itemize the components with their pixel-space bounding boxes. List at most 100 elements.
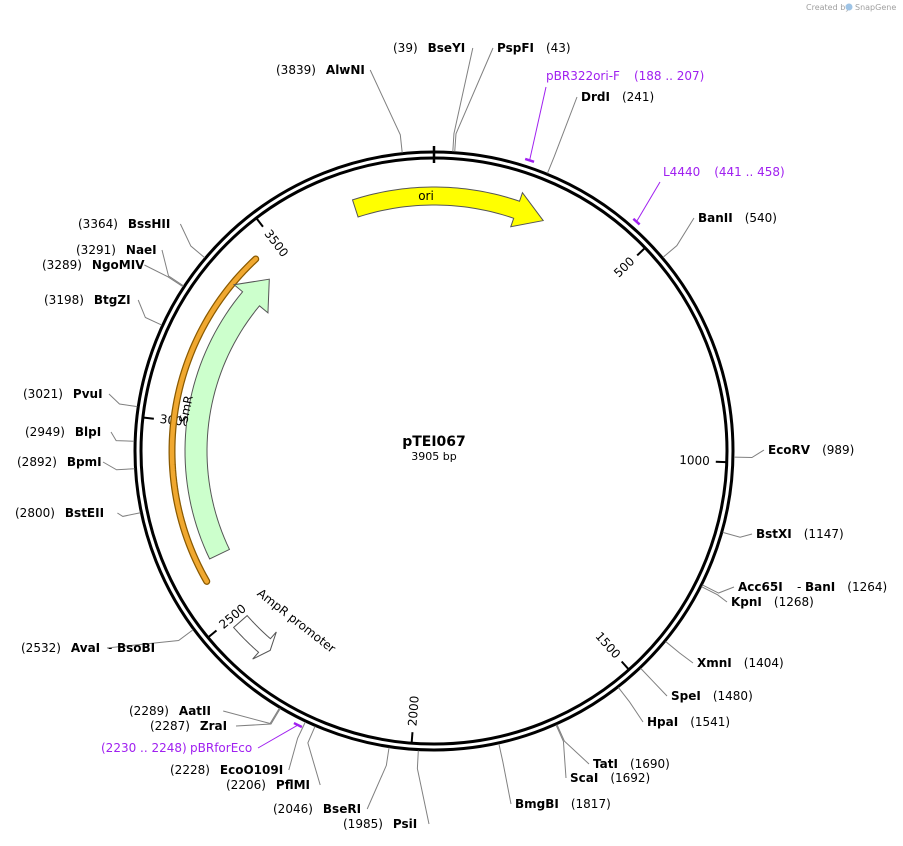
site-aatii: (2289)AatII xyxy=(129,704,280,725)
primer-name: pBR322ori-F xyxy=(546,69,620,83)
site-position: (2228) xyxy=(170,763,210,777)
site-name: XmnI xyxy=(697,656,732,670)
site-leader-line xyxy=(640,668,668,697)
smr-arrow xyxy=(184,278,270,560)
plasmid-name: pTEI067 xyxy=(402,434,466,450)
site-position: (1404) xyxy=(744,656,784,670)
site-leader-line xyxy=(546,96,578,174)
site-hpai: HpaI (1541) xyxy=(618,687,730,729)
banI-separator: - xyxy=(797,580,801,594)
site-scai: ScaI(1692) xyxy=(555,724,650,785)
plasmid-length: 3905 bp xyxy=(411,450,456,463)
primer-bind-mark xyxy=(524,157,535,164)
site-name: BssHII xyxy=(128,217,170,231)
site-leader-line xyxy=(223,707,280,725)
site-position: (1817) xyxy=(571,797,611,811)
site-name: BseRI xyxy=(323,802,361,816)
tick-mark xyxy=(410,732,414,743)
site-leader-line xyxy=(307,726,321,786)
site-leader-line xyxy=(106,629,194,649)
site-name: BanI xyxy=(805,580,835,594)
site-leader-line xyxy=(665,641,694,664)
primer-pbrforeco: (2230 .. 2248)pBRforEco xyxy=(101,721,303,755)
site-position: (2800) xyxy=(15,506,55,520)
site-name: BtgZI xyxy=(94,293,131,307)
site-bstxi: BstXI(1147) xyxy=(722,527,844,541)
credit-brand: SnapGene xyxy=(855,3,896,12)
primer-range: (188 .. 207) xyxy=(634,69,704,83)
site-leader-line xyxy=(369,69,403,153)
site-bani: BanI (1264) xyxy=(805,580,887,594)
site-position: (2289) xyxy=(129,704,169,718)
site-name: BseYI xyxy=(428,41,466,55)
site-bsobi: BsoBI xyxy=(117,641,155,655)
site-position: (2046) xyxy=(273,802,313,816)
site-leader-line xyxy=(702,584,735,594)
site-bmgbi: BmgBI (1817) xyxy=(498,743,611,811)
site-name: BmgBI xyxy=(515,797,559,811)
site-name: KpnI xyxy=(731,595,762,609)
smr-label: SmR xyxy=(176,394,195,424)
site-name: AvaI xyxy=(71,641,100,655)
site-name: EcoO109I xyxy=(220,763,283,777)
site-name: PflMI xyxy=(276,778,310,792)
site-name: BstXI xyxy=(756,527,792,541)
primer-l4440: L4440(441 .. 458) xyxy=(632,165,785,226)
tick-label: 500 xyxy=(611,254,637,280)
site-leader-line xyxy=(722,531,753,538)
site-name: ZraI xyxy=(200,719,227,733)
site-leader-line xyxy=(662,217,695,258)
site-name: BsoBI xyxy=(117,641,155,655)
site-position: (540) xyxy=(745,211,777,225)
site-bsteii: (2800) BstEII xyxy=(15,506,141,520)
site-leader-line xyxy=(137,299,162,326)
primer-name: pBRforEco xyxy=(190,741,252,755)
tick-mark xyxy=(208,629,218,638)
site-position: (2949) xyxy=(25,425,65,439)
orange-feature xyxy=(169,256,259,584)
site-bsshii: (3364)BssHII xyxy=(78,217,205,259)
bsobi-separator: - xyxy=(108,641,112,655)
site-zrai: (2287)ZraI xyxy=(150,708,281,733)
primer-range: (2230 .. 2248) xyxy=(101,741,187,755)
site-position: (3839) xyxy=(276,63,316,77)
site-xmni: XmnI (1404) xyxy=(665,641,784,670)
site-name: EcoRV xyxy=(768,443,811,457)
site-banii: BanII(540) xyxy=(662,211,777,258)
site-name: BstEII xyxy=(65,506,104,520)
site-leader-line xyxy=(110,431,135,442)
site-leader-line xyxy=(618,687,644,723)
site-spei: SpeI(1480) xyxy=(640,668,753,703)
credit-prefix: Created by xyxy=(806,3,850,12)
site-position: (1692) xyxy=(610,771,650,785)
site-position: (3198) xyxy=(44,293,84,307)
site-leader-line xyxy=(452,47,474,152)
site-position: (2892) xyxy=(17,455,57,469)
site-position: (1541) xyxy=(690,715,730,729)
site-position: (1264) xyxy=(847,580,887,594)
primer-leader-line xyxy=(257,724,299,749)
ampr-promoter-arrow xyxy=(232,614,277,660)
site-name: HpaI xyxy=(647,715,678,729)
site-bseyi: (39)BseYI xyxy=(393,41,474,152)
site-btgzi: (3198) BtgZI xyxy=(44,293,162,326)
site-bseri: (2046) BseRI xyxy=(273,747,390,816)
site-alwni: (3839) AlwNI xyxy=(276,63,403,153)
site-position: (1985) xyxy=(343,817,383,831)
snapgene-logo-icon xyxy=(845,3,853,11)
site-leader-line xyxy=(498,743,512,805)
primer-pbr322ori-f: pBR322ori-F (188 .. 207) xyxy=(524,69,704,164)
site-leader-line xyxy=(117,512,141,517)
tick-mark xyxy=(143,416,154,420)
site-leader-line xyxy=(454,47,494,152)
primer-leader-line xyxy=(529,86,547,161)
site-ecorv: EcoRV(989) xyxy=(733,443,854,459)
site-name: AlwNI xyxy=(326,63,365,77)
site-pvui: (3021)PvuI xyxy=(23,387,138,408)
site-name: NaeI xyxy=(126,243,157,257)
snapgene-credit: Created by SnapGene xyxy=(806,3,896,12)
site-leader-line xyxy=(179,223,205,259)
site-leader-line xyxy=(108,393,138,408)
